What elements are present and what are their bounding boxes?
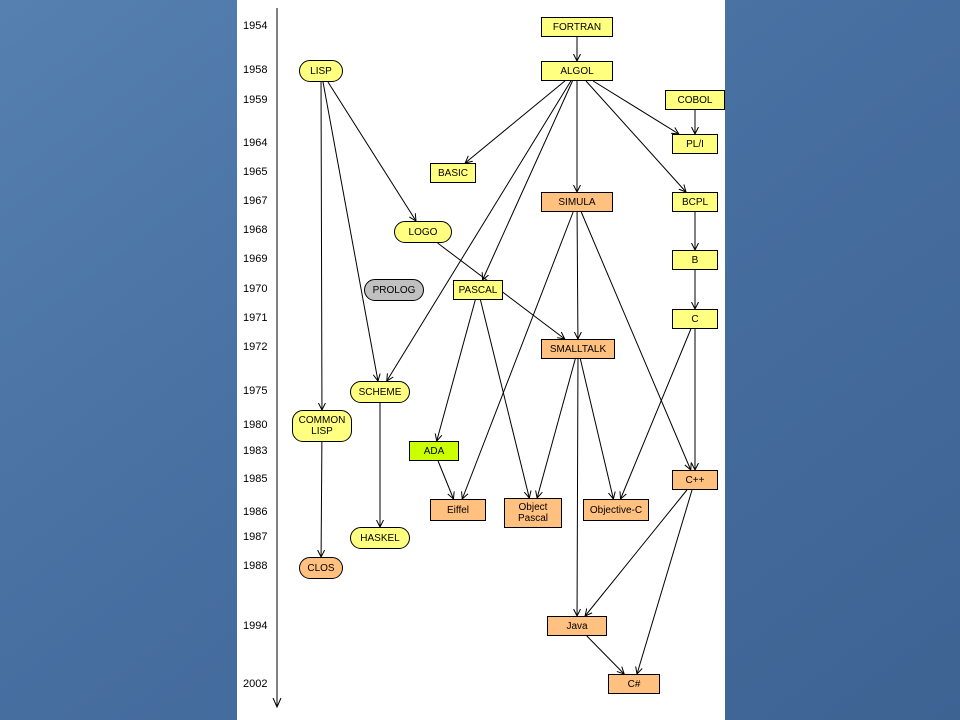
edge-simula-to-cpp (580, 211, 691, 470)
node-lisp: LISP (299, 60, 343, 82)
node-pli: PL/I (672, 134, 718, 154)
edge-lisp-to-scheme (322, 81, 378, 381)
year-label-1965: 1965 (243, 166, 268, 178)
year-label-1964: 1964 (243, 137, 268, 149)
year-label-1958: 1958 (243, 64, 268, 76)
node-smalltalk: SMALLTALK (541, 339, 615, 359)
edge-cpp-to-java (585, 489, 688, 616)
node-clos: CLOS (299, 557, 343, 579)
edge-algol-to-pascal (483, 80, 573, 280)
edge-smalltalk-to-objc (579, 358, 613, 499)
year-label-1988: 1988 (243, 560, 268, 572)
year-label-1980: 1980 (243, 419, 268, 431)
edge-simula-to-eiffel (462, 211, 574, 499)
node-basic: BASIC (430, 163, 476, 183)
node-scheme: SCHEME (350, 381, 410, 403)
edge-ada-to-eiffel (437, 460, 453, 499)
node-simula: SIMULA (541, 192, 613, 212)
year-label-1972: 1972 (243, 341, 268, 353)
node-commonlisp: COMMON LISP (292, 410, 352, 442)
edge-java-to-csharp (586, 635, 624, 674)
edge-algol-to-basic (465, 80, 566, 163)
edge-cpp-to-csharp (637, 489, 693, 674)
edge-smalltalk-to-objpascal (537, 358, 576, 498)
edge-pascal-to-ada (437, 299, 476, 441)
year-label-1954: 1954 (243, 20, 268, 32)
node-cpp: C++ (672, 470, 718, 490)
edge-lisp-to-commonlisp (321, 81, 322, 410)
year-label-1970: 1970 (243, 283, 268, 295)
year-label-1969: 1969 (243, 253, 268, 265)
year-label-1968: 1968 (243, 224, 268, 236)
node-pascal: PASCAL (453, 280, 503, 300)
year-label-1986: 1986 (243, 506, 268, 518)
node-algol: ALGOL (541, 61, 613, 81)
node-objpascal: Object Pascal (504, 498, 562, 528)
year-label-1967: 1967 (243, 195, 268, 207)
node-eiffel: Eiffel (430, 499, 486, 521)
timeline-arrowhead (272, 697, 282, 709)
edge-pascal-to-objpascal (479, 299, 529, 498)
node-objc: Objective-C (583, 499, 649, 521)
node-bcpl: BCPL (672, 192, 718, 212)
node-csharp: C# (608, 674, 660, 694)
node-java: Java (547, 616, 607, 636)
node-b: B (672, 250, 718, 270)
edge-lisp-to-logo (327, 81, 416, 221)
node-logo: LOGO (394, 221, 452, 243)
year-label-1971: 1971 (243, 312, 268, 324)
node-prolog: PROLOG (364, 279, 424, 301)
year-label-1994: 1994 (243, 620, 268, 632)
year-label-1983: 1983 (243, 445, 268, 457)
node-fortran: FORTRAN (541, 17, 613, 37)
edge-algol-to-pli (592, 80, 679, 134)
node-cobol: COBOL (665, 90, 725, 110)
edge-algol-to-scheme (387, 80, 572, 381)
node-c: C (672, 309, 718, 329)
year-label-1987: 1987 (243, 531, 268, 543)
edge-algol-to-bcpl (585, 80, 686, 192)
node-ada: ADA (409, 441, 459, 461)
year-label-1959: 1959 (243, 94, 268, 106)
edge-simula-to-smalltalk (577, 211, 578, 339)
edge-smalltalk-to-java (577, 358, 578, 616)
year-label-1985: 1985 (243, 473, 268, 485)
edge-c-to-objc (621, 328, 692, 499)
node-haskel: HASKEL (350, 527, 410, 549)
edge-commonlisp-to-clos (321, 441, 322, 557)
year-label-2002: 2002 (243, 678, 268, 690)
year-label-1975: 1975 (243, 385, 268, 397)
